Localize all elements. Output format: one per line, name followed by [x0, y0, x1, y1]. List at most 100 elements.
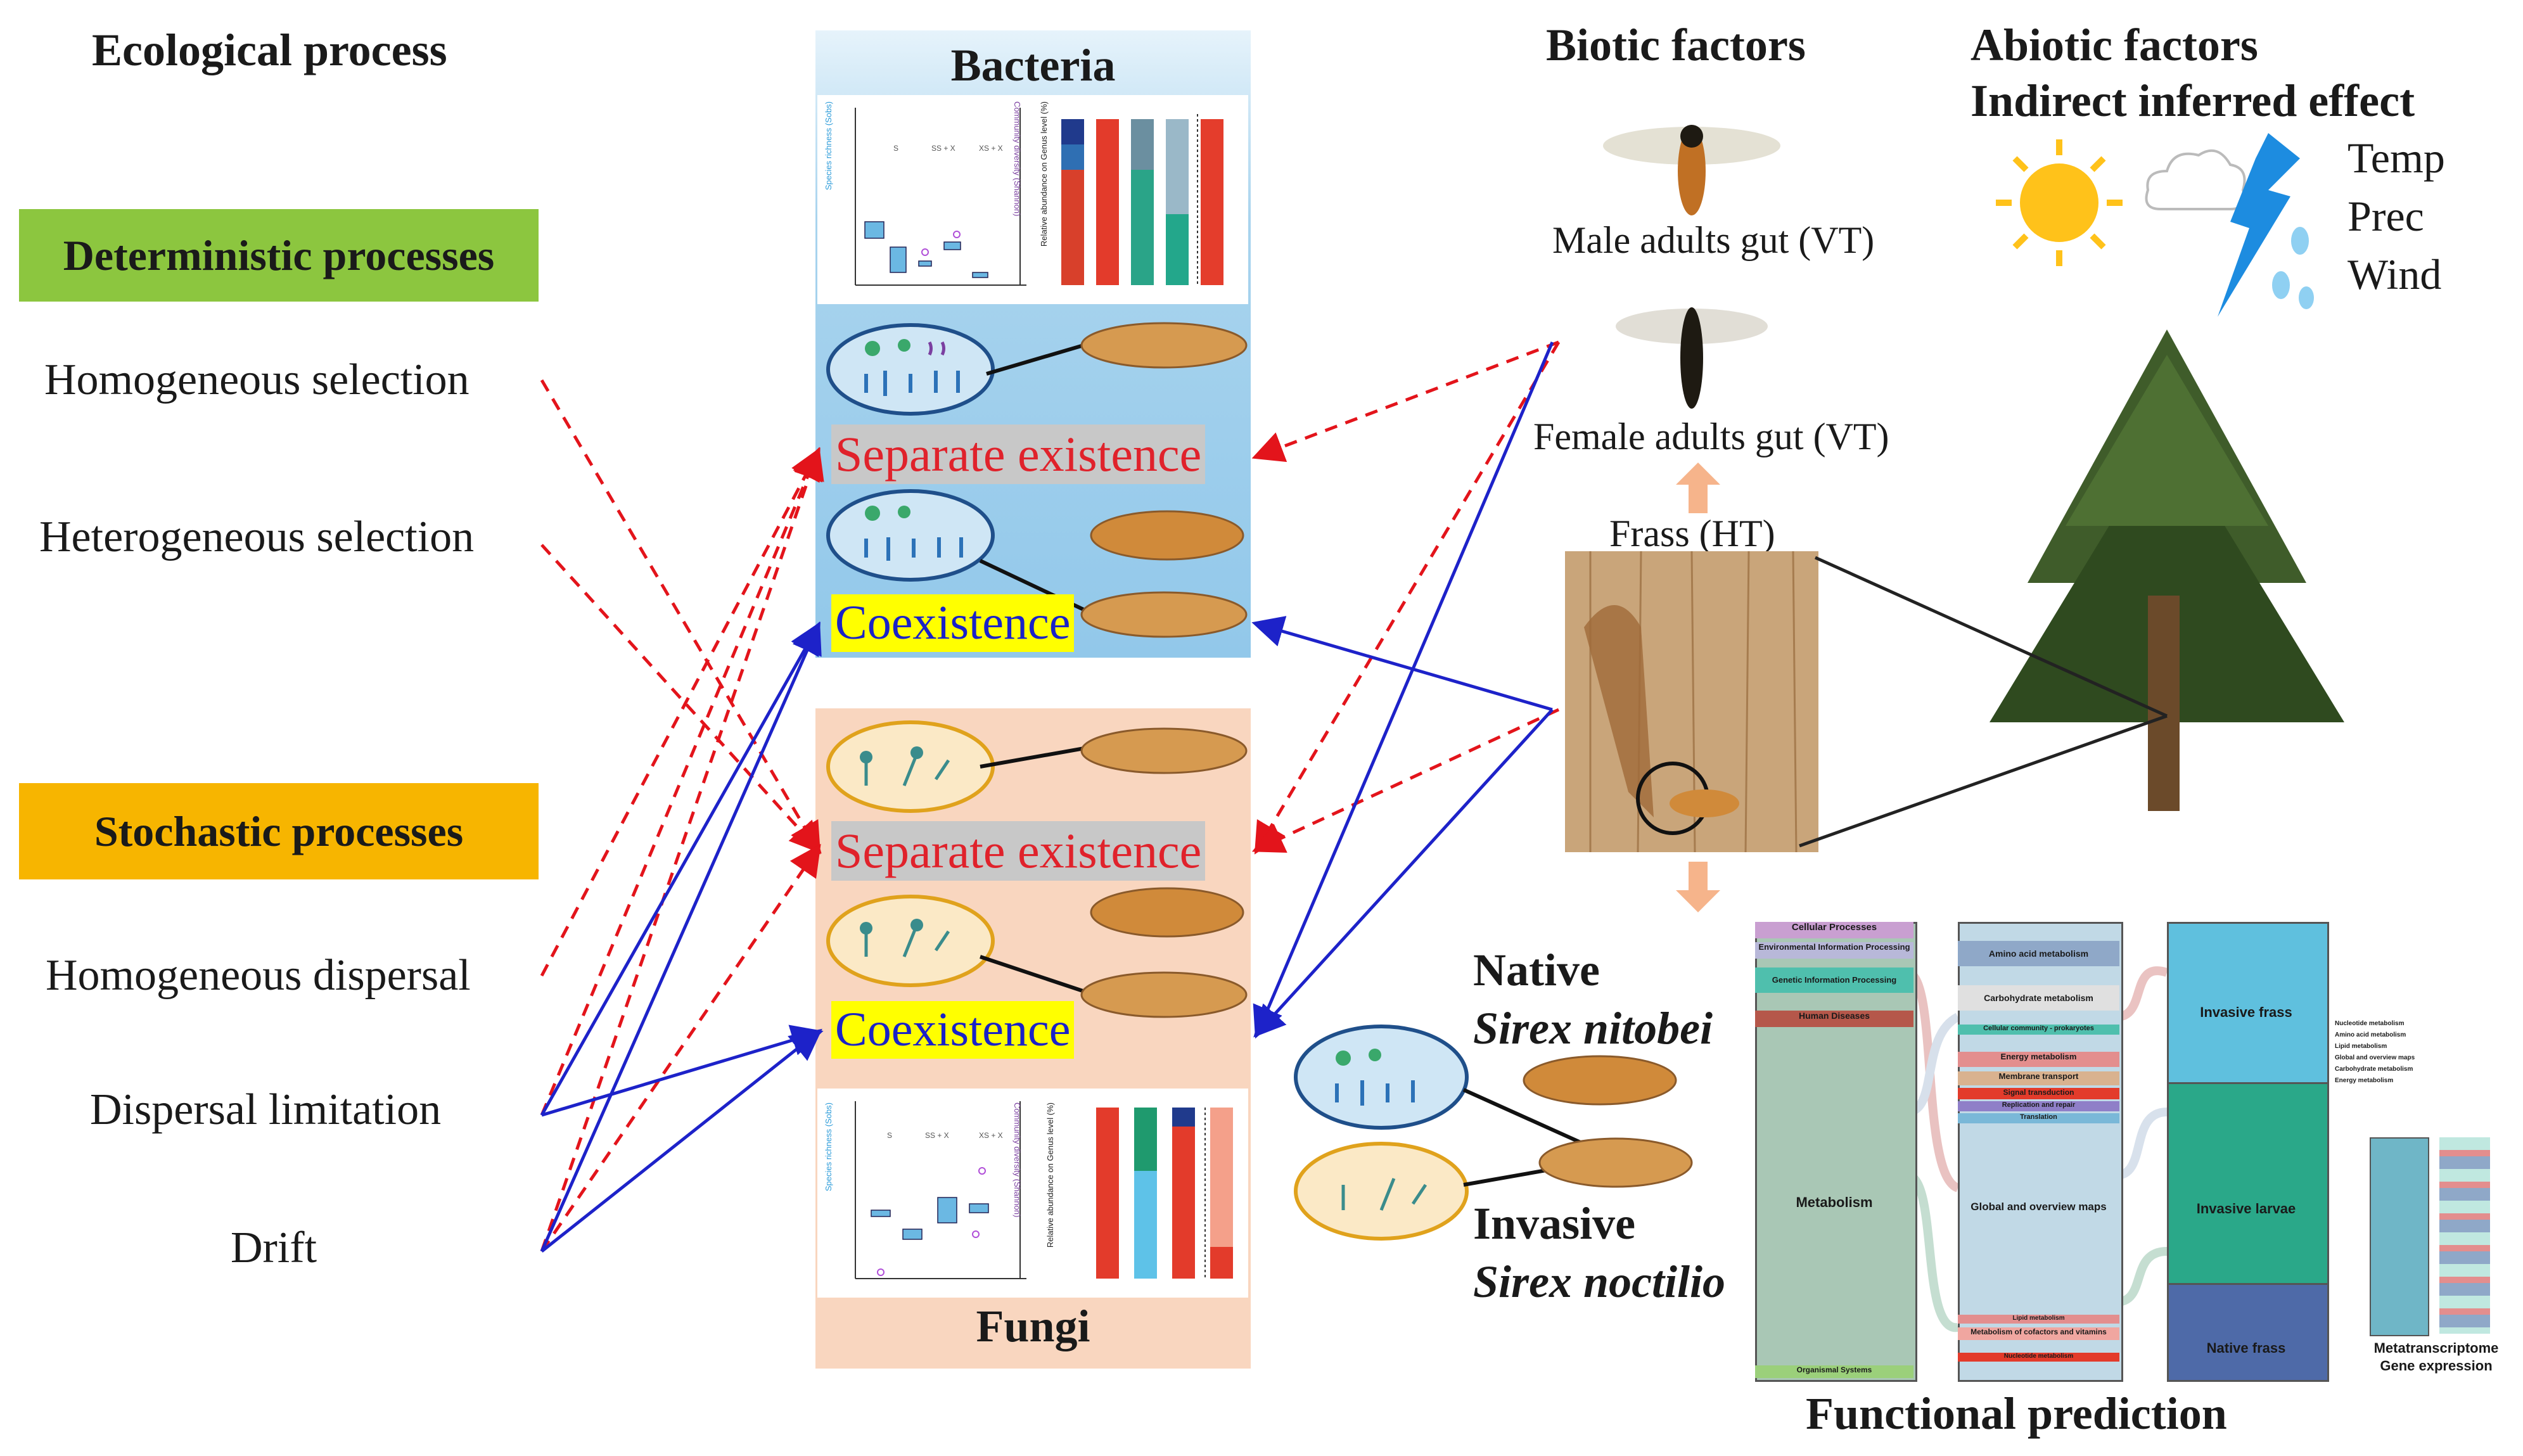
drift-label: Drift — [231, 1223, 317, 1272]
species-illustrations — [1294, 1025, 1693, 1241]
svg-text:XS + X: XS + X — [979, 144, 1003, 153]
meta-bar-1 — [2370, 1137, 2429, 1336]
col1-genetic-info: Genetic Information Processing — [1755, 967, 1913, 993]
col3-native-frass: Native frass — [2206, 1340, 2286, 1356]
prec-label: Prec — [2347, 192, 2424, 240]
fungi-charts: S SS + X XS + X — [855, 1101, 1233, 1279]
sankey-native-frass-box — [2167, 1283, 2329, 1382]
col2-cofactors: Metabolism of cofactors and vitamins — [1958, 1327, 2119, 1340]
bacteria-coexist-label: Coexistence — [831, 594, 1075, 652]
col2-nucleotide: Nucleotide metabolism — [1958, 1353, 2119, 1362]
bacteria-illustrations — [826, 322, 1248, 638]
col1-human-diseases: Human Diseases — [1755, 1011, 1913, 1027]
svg-text:SS + X: SS + X — [931, 144, 955, 153]
meta-row-2: Lipid metabolism — [2335, 1043, 2387, 1050]
lightning-rain-icon — [2218, 133, 2314, 317]
svg-text:S: S — [887, 1131, 892, 1140]
arrow-frass-fungi-separate — [1251, 708, 1560, 853]
indirect-effect-heading: Indirect inferred effect — [1970, 75, 2415, 126]
native-species-name: Sirex nitobei — [1473, 1003, 1713, 1054]
col2-carbohydrate: Carbohydrate metabolism — [1958, 985, 2119, 1011]
arrow-displim-bacteria-coexist — [540, 622, 821, 1116]
arrow-biotic-bacteria-separate — [1251, 340, 1559, 463]
metatranscriptome-dotplot: Nucleotide metabolism Amino acid metabol… — [2335, 960, 2519, 1125]
female-wasp-image — [1616, 307, 1768, 409]
col3-invasive-larvae: Invasive larvae — [2196, 1201, 2296, 1217]
ecological-process-heading: Ecological process — [92, 25, 447, 75]
biotic-heading: Biotic factors — [1546, 20, 1806, 70]
fungi-separate-label: Separate existence — [831, 821, 1206, 881]
wind-label: Wind — [2347, 250, 2442, 298]
col2-amino: Amino acid metabolism — [1958, 941, 2119, 966]
fungi-illustrations — [826, 720, 1248, 1018]
col1-organismal: Organismal Systems — [1755, 1365, 1913, 1378]
meta-row-1: Amino acid metabolism — [2335, 1031, 2406, 1038]
arrow-frass-fungi-coexist — [1253, 708, 1554, 1038]
col3-invasive-frass: Invasive frass — [2200, 1004, 2292, 1020]
arrow-displim-bacteria-separate — [540, 447, 822, 1116]
invasive-species-name: Sirex noctilio — [1473, 1256, 1726, 1307]
arrow-drift-fungi-separate — [540, 843, 821, 1253]
arrow-drift-bacteria-coexist — [540, 621, 822, 1253]
arrow-biotic-fungi-separate — [1254, 341, 1561, 855]
native-label: Native — [1473, 945, 1600, 995]
functional-prediction-title: Functional prediction — [1806, 1388, 2227, 1439]
dispersal-limitation-label: Dispersal limitation — [90, 1085, 442, 1134]
col2-membrane: Membrane transport — [1958, 1071, 2119, 1085]
col2-translation: Translation — [1958, 1113, 2119, 1123]
svg-text:SS + X: SS + X — [925, 1131, 949, 1140]
heterogeneous-selection-label: Heterogeneous selection — [39, 513, 475, 561]
bacteria-separate-label: Separate existence — [831, 425, 1206, 484]
col2-lipid: Lipid metabolism — [1958, 1315, 2119, 1324]
frass-label: Frass (HT) — [1609, 513, 1775, 554]
arrow-biotic-fungi-coexist — [1253, 342, 1554, 1039]
male-wasp-image — [1603, 125, 1780, 215]
bacteria-title: Bacteria — [950, 40, 1116, 91]
col1-metabolism: Metabolism — [1796, 1194, 1873, 1210]
meta-bar-2 — [2439, 1137, 2490, 1334]
abiotic-heading: Abiotic factors — [1970, 20, 2258, 70]
arrow-homdisp-bacteria-separate — [540, 447, 821, 977]
up-arrow-icon — [1676, 463, 1720, 513]
bacteria-y-right: Community diversity (Shannon) — [1012, 101, 1022, 217]
sankey-col1 — [1755, 922, 1917, 1382]
bacteria-charts: S SS + X XS + X — [855, 108, 1223, 286]
invasive-label: Invasive — [1473, 1198, 1636, 1249]
svg-text:XS + X: XS + X — [979, 1131, 1003, 1140]
col2-cellular-community: Cellular community - prokaryotes — [1958, 1025, 2119, 1035]
arrow-hetsel-fungi-separate — [540, 544, 822, 854]
fungi-chart-box: S SS + X XS + X — [817, 1089, 1248, 1298]
arrow-homsel-fungi-separate — [540, 379, 821, 855]
col1-cellular: Cellular Processes — [1755, 922, 1913, 938]
meta-row-4: Carbohydrate metabolism — [2335, 1066, 2413, 1073]
functional-sankey: Cellular Processes Environmental Informa… — [1749, 922, 2522, 1384]
down-arrow-icon — [1676, 862, 1720, 912]
fungi-y-right: Community diversity (Shannon) — [1012, 1102, 1022, 1218]
sankey-invasive-frass-box — [2167, 922, 2329, 1084]
pine-tree-image — [1990, 329, 2344, 811]
male-gut-label: Male adults gut (VT) — [1552, 219, 1875, 261]
col1-env-info: Environmental Information Processing — [1755, 942, 1913, 959]
sun-icon — [1996, 139, 2123, 266]
arrow-drift-fungi-coexist — [540, 1028, 822, 1253]
meta-row-5: Energy metabolism — [2335, 1077, 2394, 1084]
arrow-displim-fungi-coexist — [541, 1025, 824, 1117]
arrow-drift-bacteria-separate — [540, 447, 824, 1252]
meta-row-3: Global and overview maps — [2335, 1054, 2415, 1061]
bacteria-chart-box: S SS + X XS + X — [817, 95, 1248, 304]
sankey-flows — [1905, 966, 2169, 1332]
stochastic-badge: Stochastic processes — [19, 783, 539, 879]
homogeneous-dispersal-label: Homogeneous dispersal — [46, 951, 471, 1000]
meta-row-0: Nucleotide metabolism — [2335, 1020, 2405, 1027]
arrow-frass-bacteria-coexist — [1251, 616, 1553, 712]
col2-signal: Signal transduction — [1958, 1088, 2119, 1099]
sankey-invasive-larvae-box — [2167, 1082, 2329, 1286]
meta-title-1: Metatranscriptome — [2373, 1340, 2499, 1356]
female-gut-label: Female adults gut (VT) — [1533, 416, 1889, 457]
deterministic-badge: Deterministic processes — [19, 209, 539, 302]
meta-title-2: Gene expression — [2380, 1358, 2493, 1374]
svg-text:S: S — [893, 144, 898, 153]
frass-wood-image — [1565, 551, 1818, 852]
